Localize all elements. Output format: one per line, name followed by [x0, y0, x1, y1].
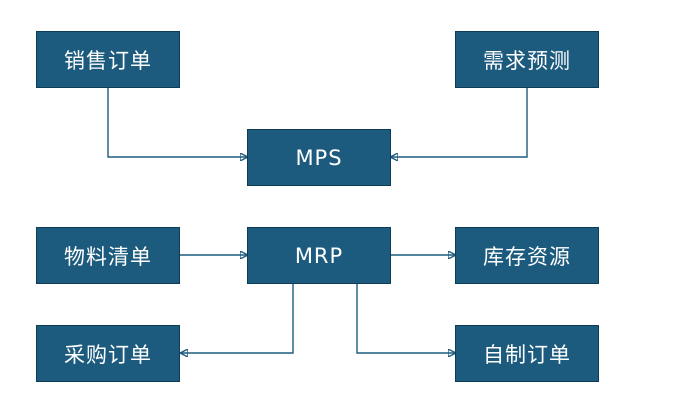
sales-order-label: 销售订单: [64, 48, 152, 73]
purchase-order-label: 采购订单: [64, 342, 152, 367]
sales-order-node: 销售订单: [36, 31, 180, 88]
mps-label: MPS: [295, 145, 343, 170]
inventory-label: 库存资源: [483, 244, 571, 269]
mps-node: MPS: [247, 129, 391, 186]
manufacturing-order-label: 自制订单: [483, 342, 571, 367]
inventory-node: 库存资源: [455, 227, 599, 284]
edge-sales-order-to-mps: [107, 88, 247, 157]
manufacturing-order-node: 自制订单: [455, 325, 599, 382]
demand-forecast-node: 需求预测: [455, 31, 599, 88]
demand-forecast-label: 需求预测: [483, 48, 571, 73]
bom-node: 物料清单: [36, 227, 180, 284]
edge-mrp-to-manufacturing-order: [356, 284, 455, 353]
purchase-order-node: 采购订单: [36, 325, 180, 382]
bom-label: 物料清单: [64, 244, 152, 269]
edge-demand-forecast-to-mps: [391, 88, 528, 157]
mrp-label: MRP: [294, 243, 344, 268]
edge-mrp-to-purchase-order: [181, 284, 294, 353]
mrp-node: MRP: [247, 227, 391, 284]
